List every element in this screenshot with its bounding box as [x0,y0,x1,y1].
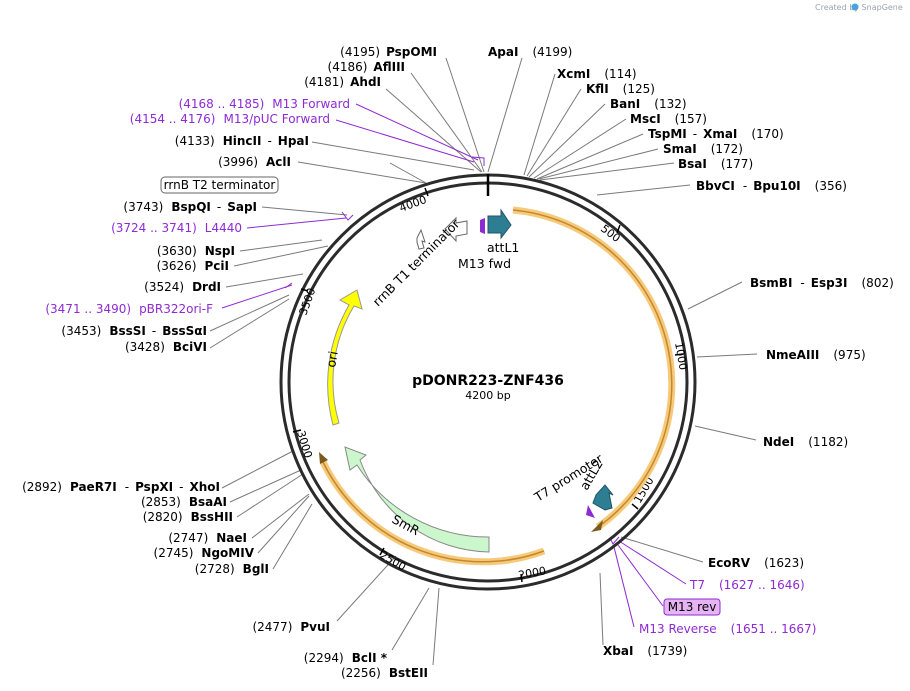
tick-label: 2000 [517,564,547,582]
attl1-label: attL1 [487,240,519,255]
tick-label: 2500 [378,548,409,573]
plasmid-name: pDONR223-ZNF436 [412,373,564,389]
plasmid-length: 4200 bp [465,389,510,402]
m13fwd-feature [480,218,485,234]
leader-lines [209,57,758,666]
site-label-smai: SmaI(172) [663,142,743,156]
rrnb-t2-label: rrnB T2 terminator [164,178,276,192]
site-label-bbvci-bpu10i: BbvCI-Bpu10I(356) [696,179,847,193]
site-label-nspi: (3630)NspI [157,244,235,258]
site-label-apai: ApaI(4199) [488,45,572,59]
site-label-ahdi: (4181)AhdI [304,75,381,89]
tick-label: 1000 [672,341,690,371]
site-label-m13-puc-forward: (4154 .. 4176)M13/pUC Forward [130,112,330,126]
smr-feature [344,446,490,553]
site-label-bsteii: (2256)BstEII [341,666,428,680]
tick-marks [292,187,684,583]
site-label-bsaai: (2853)BsaAI [141,495,227,509]
smr-orf-arc [319,452,546,566]
rrnb-t2-box [160,176,279,194]
site-label-bcivi: (3428)BciVI [125,340,207,354]
smr-label: SmR [390,511,423,538]
site-label-m13-forward: (4168 .. 4185)M13 Forward [179,97,350,111]
site-label-bsssi: (3453)BssSI-BssSαI [61,324,207,338]
rrnbt1-feature [444,216,468,243]
site-label-xbai: XbaI(1739) [603,644,687,658]
site-label-hincii-hpai: (4133)HincII-HpaI [175,134,309,148]
site-label-bspqi-sapi: (3743)BspQI-SapI [123,200,257,214]
site-label-nmeaiii: NmeAIII(975) [766,348,866,362]
site-label-acli: (3996)AclI [218,155,291,169]
snapgene-logo-icon [851,3,859,11]
site-label-ndei: NdeI(1182) [763,435,848,449]
site-label-msci: MscI(157) [630,112,707,126]
site-label-naei: (2747)NaeI [168,531,247,545]
site-label-pbr322ori-f: (3471 .. 3490)pBR322ori-F [45,302,213,316]
attl2-feature [592,484,614,511]
site-label-drdi: (3524)DrdI [144,280,221,294]
primer-leader-lines [221,103,687,628]
site-label-afliii: (4186)AflIII [328,60,405,74]
site-label-kfli: KflI(125) [586,82,655,96]
site-label-t7: T7(1627 .. 1646) [689,578,805,592]
site-label-bsmbi-esp3i: BsmBI-Esp3I(802) [750,276,894,290]
site-label-ngomiv: (2745)NgoMIV [154,546,255,560]
site-label-bsshii: (2820)BssHII [143,510,233,524]
site-label-l4440: (3724 .. 3741)L4440 [111,221,242,235]
site-label-bcli: (2294)BclI * [304,651,388,665]
tick-label: 4000 [398,193,429,215]
snapgene-credit: Created by SnapGene [815,3,903,12]
site-label-ecorv: EcoRV(1623) [708,556,804,570]
attl1-feature [487,208,512,240]
ori-feature [327,289,363,426]
site-label-bani: BanI(132) [610,97,687,111]
site-label-pspomi: (4195)PspOMI [340,45,437,59]
m13-rev-box [663,598,721,616]
site-label-xcmi: XcmI(114) [557,67,637,81]
site-label-bsai: BsaI(177) [678,157,753,171]
rrnbt2-feature [416,228,426,250]
site-label-m13-reverse: M13 Reverse(1651 .. 1667) [639,622,816,636]
site-label-paer7i-pspxi-xhoi: (2892)PaeR7I-PspXI-XhoI [22,480,220,494]
tick-label: 3500 [297,286,319,317]
m13-fwd-label: M13 fwd [458,256,511,271]
site-label-pvui: (2477)PvuI [252,620,330,634]
site-label-pcii: (3626)PciI [157,259,229,273]
t7-feature [586,505,595,518]
rrnb-t1-label: rrnB T1 terminator [370,216,463,309]
tick-label: 3000 [294,429,315,460]
orf-arc [512,206,676,532]
ori-label: ori [323,350,341,369]
m13-rev-label: M13 rev [668,600,717,614]
site-label-tspmi-xmai: TspMI-XmaI(170) [648,127,784,141]
backbone [279,173,697,591]
site-label-bgli: (2728)BglI [195,562,269,576]
